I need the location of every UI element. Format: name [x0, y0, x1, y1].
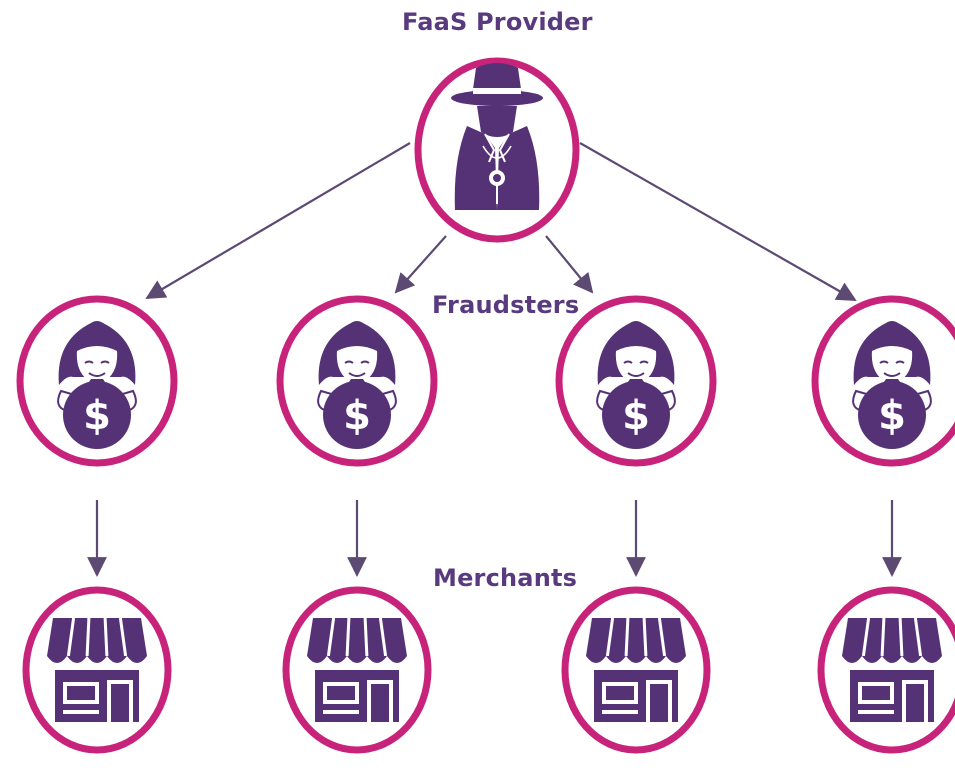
merchant-node-4 [817, 586, 955, 754]
merchant-node-3 [561, 586, 711, 754]
dollar-icon: $ [878, 393, 906, 439]
fraudster-money-bag-icon: $ [317, 321, 397, 449]
dollar-icon: $ [343, 393, 371, 439]
provider-to-fraudster-arrow-1 [145, 142, 411, 300]
provider-to-fraudster-arrow-3 [545, 235, 594, 294]
fraudster-node-1: $ [16, 295, 178, 467]
fraudster-node-3: $ [555, 295, 717, 467]
merchant-node-2 [282, 586, 432, 754]
dollar-icon: $ [622, 393, 650, 439]
fraudster-node-2: $ [276, 295, 438, 467]
dollar-icon: $ [83, 393, 111, 439]
spy-icon [451, 63, 543, 210]
provider-to-fraudster-arrow-4 [579, 142, 857, 301]
storefront-icon [586, 617, 686, 722]
fraudsters-label: Fraudsters [432, 291, 580, 319]
merchant-node-1 [22, 586, 172, 754]
fraudster-money-bag-icon: $ [596, 321, 676, 449]
provider-to-fraudster-arrow-2 [394, 235, 447, 294]
provider-label: FaaS Provider [402, 8, 593, 36]
fraudster-node-4: $ [811, 295, 955, 467]
merchants-label: Merchants [433, 564, 578, 592]
nodes: $ $ $ $ [16, 57, 955, 754]
storefront-icon [47, 617, 147, 722]
storefront-icon [307, 617, 407, 722]
fraudster-money-bag-icon: $ [57, 321, 137, 449]
arrows [87, 142, 902, 577]
storefront-icon [842, 617, 942, 722]
faas-provider-node [414, 57, 580, 243]
fraudster-money-bag-icon: $ [852, 321, 932, 449]
